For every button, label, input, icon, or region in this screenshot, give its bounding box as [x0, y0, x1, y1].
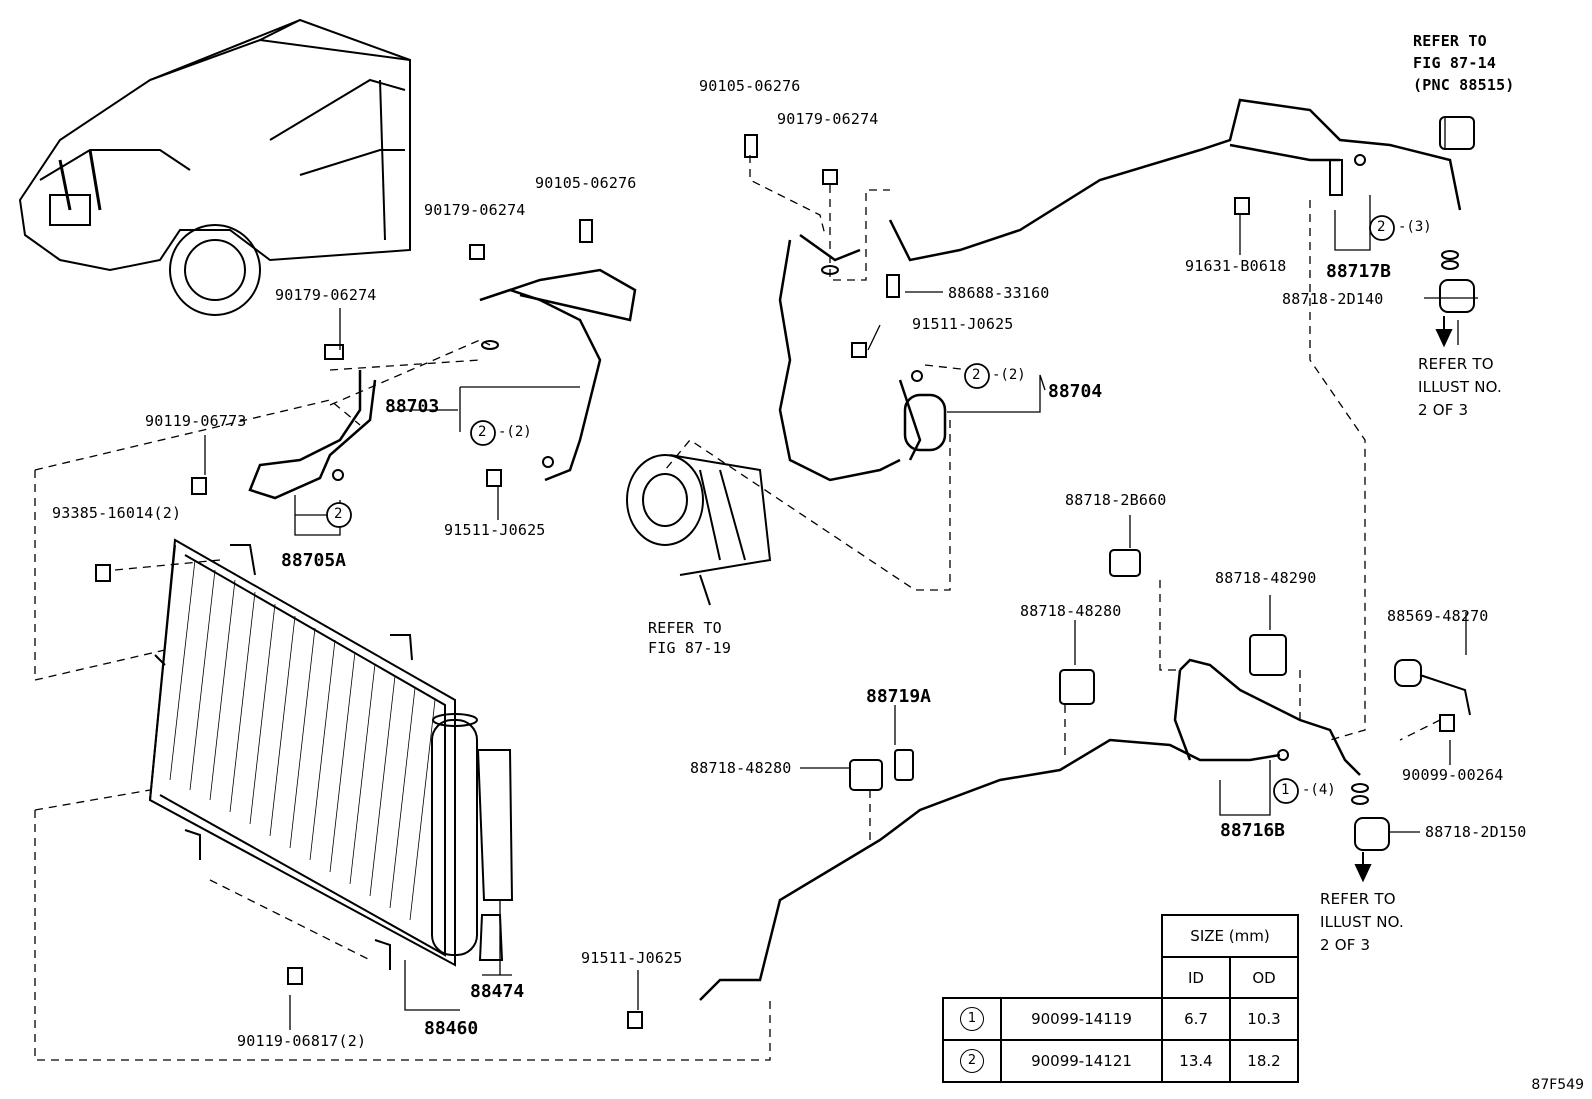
label-90179-06274-left: 90179-06274: [275, 286, 377, 304]
label-88718-2d140: 88718-2D140: [1282, 290, 1384, 308]
row-1-part: 90099-14119: [1000, 997, 1163, 1041]
label-88718-48290: 88718-48290: [1215, 569, 1317, 587]
row-1-od: 10.3: [1229, 997, 1299, 1041]
label-88718-2d150: 88718-2D150: [1425, 823, 1527, 841]
vehicle-outline: [18, 18, 411, 316]
label-90179-06274-top: 90179-06274: [777, 110, 879, 128]
oring-size-table: SIZE (mm) ID OD 1 90099-14119 6.7 10.3 2…: [942, 914, 1299, 1083]
label-90119-06773: 90119-06773: [145, 412, 247, 430]
label-93385-16014: 93385-16014(2): [52, 504, 182, 522]
table-header-row: SIZE (mm): [943, 914, 1299, 958]
label-88716b: 88716B: [1220, 820, 1286, 841]
label-88688-33160: 88688-33160: [948, 284, 1050, 302]
dashed-guides: [34, 155, 1441, 1061]
row-1-id: 6.7: [1161, 997, 1231, 1041]
row-2-od: 18.2: [1229, 1039, 1299, 1083]
figure-id: 87F549: [1531, 1077, 1584, 1093]
label-88718-48280-a: 88718-48280: [1020, 602, 1122, 620]
label-88718-48280-b: 88718-48280: [690, 759, 792, 777]
label-91511-j0625-low: 91511-J0625: [581, 949, 683, 967]
label-91511-j0625-top: 91511-J0625: [912, 315, 1014, 333]
callout-88703-qty: -(2): [498, 424, 532, 440]
table-row: 2 90099-14121 13.4 18.2: [942, 1039, 1299, 1083]
col-od-header: OD: [1229, 956, 1299, 999]
callout-88704-qty: -(2): [992, 367, 1026, 383]
compressor: [626, 454, 772, 606]
note-illust-2-of-3-a: REFER TO ILLUST NO. 2 OF 3: [1418, 355, 1503, 419]
label-88717b: 88717B: [1326, 261, 1392, 282]
callout-88717b-qty: -(3): [1398, 219, 1432, 235]
callout-88716b-mark: 1: [1281, 782, 1290, 798]
note-fig-87-14: REFER TO FIG 87-14 (PNC 88515): [1413, 32, 1515, 94]
label-88474: 88474: [470, 981, 525, 1002]
table-row: 1 90099-14119 6.7 10.3: [942, 997, 1299, 1041]
label-91511-j0625-mid: 91511-J0625: [444, 521, 546, 539]
col-id-header: ID: [1161, 956, 1231, 999]
row-2-id: 13.4: [1161, 1039, 1231, 1083]
row-1-mark: 1: [960, 1007, 984, 1031]
note-illust-2-of-3-b: REFER TO ILLUST NO. 2 OF 3: [1320, 890, 1405, 954]
callout-88717b-mark: 2: [1377, 219, 1386, 235]
callout-88703-mark: 2: [478, 424, 487, 440]
label-88719a: 88719A: [866, 686, 932, 707]
condenser-88460: [148, 538, 514, 970]
size-header: SIZE (mm): [1161, 914, 1299, 958]
hose-lines: [248, 98, 1462, 1001]
label-88569-48270: 88569-48270: [1387, 607, 1489, 625]
callout-88704-mark: 2: [972, 367, 981, 383]
callout-circles: [326, 215, 1395, 804]
label-88704: 88704: [1048, 381, 1103, 402]
label-90179-06274-mid: 90179-06274: [424, 201, 526, 219]
table-subheader-row: ID OD: [943, 956, 1299, 999]
note-fig-87-19: REFER TO FIG 87-19: [648, 619, 732, 657]
refer-arrows: [1354, 316, 1453, 883]
label-90099-00264: 90099-00264: [1402, 766, 1504, 784]
label-90105-06276-mid: 90105-06276: [535, 174, 637, 192]
callout-88716b-qty: -(4): [1302, 782, 1336, 798]
label-90105-06276-top: 90105-06276: [699, 77, 801, 95]
label-88705a: 88705A: [281, 550, 347, 571]
label-88718-2b660: 88718-2B660: [1065, 491, 1167, 509]
fittings: [95, 116, 1475, 1029]
row-2-part: 90099-14121: [1000, 1039, 1163, 1083]
label-90119-06817: 90119-06817(2): [237, 1032, 367, 1050]
row-2-mark: 2: [960, 1049, 984, 1073]
label-88703: 88703: [385, 396, 440, 417]
label-91631-b0618: 91631-B0618: [1185, 257, 1287, 275]
callout-88705a-mark: 2: [334, 506, 343, 522]
label-88460: 88460: [424, 1018, 479, 1039]
